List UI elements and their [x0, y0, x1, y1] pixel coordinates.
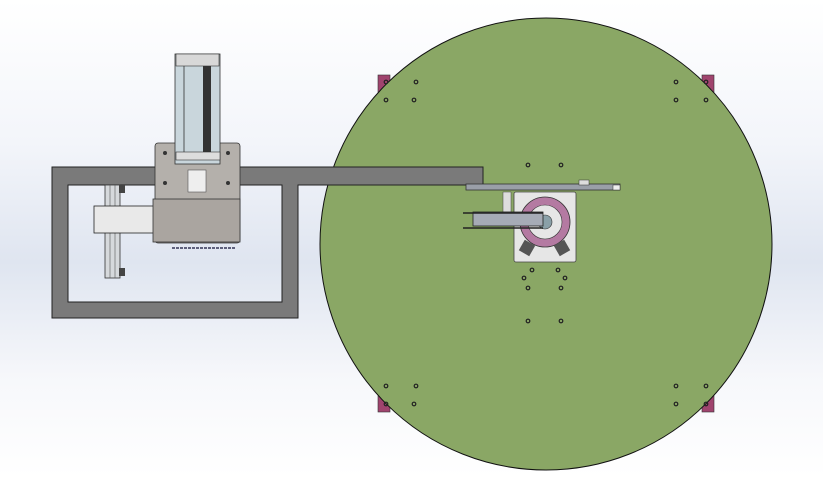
- mounting-hole: [413, 383, 419, 389]
- mounting-hole: [558, 318, 564, 324]
- mounting-hole: [673, 97, 679, 103]
- mounting-hole: [673, 383, 679, 389]
- conveyor-rail: [93, 184, 155, 279]
- mounting-hole: [558, 285, 564, 291]
- mounting-holes: [383, 79, 709, 407]
- mounting-hole: [383, 401, 389, 407]
- mounting-hole: [383, 79, 389, 85]
- mounting-hole: [703, 401, 709, 407]
- mounting-hole: [703, 79, 709, 85]
- mounting-hole: [703, 383, 709, 389]
- cylinder-unit[interactable]: [152, 53, 241, 249]
- mounting-hole: [525, 318, 531, 324]
- mounting-hole: [525, 162, 531, 168]
- mounting-hole: [383, 97, 389, 103]
- mounting-hole: [413, 79, 419, 85]
- mounting-hole: [525, 285, 531, 291]
- mounting-hole: [562, 275, 568, 281]
- mounting-hole: [521, 275, 527, 281]
- mounting-hole: [411, 97, 417, 103]
- mounting-hole: [673, 401, 679, 407]
- mounting-hole: [558, 162, 564, 168]
- transfer-arm[interactable]: [463, 179, 621, 263]
- mounting-hole: [529, 267, 535, 273]
- mounting-hole: [673, 79, 679, 85]
- mounting-hole: [383, 383, 389, 389]
- mounting-hole: [555, 267, 561, 273]
- mounting-hole: [411, 401, 417, 407]
- mounting-hole: [703, 97, 709, 103]
